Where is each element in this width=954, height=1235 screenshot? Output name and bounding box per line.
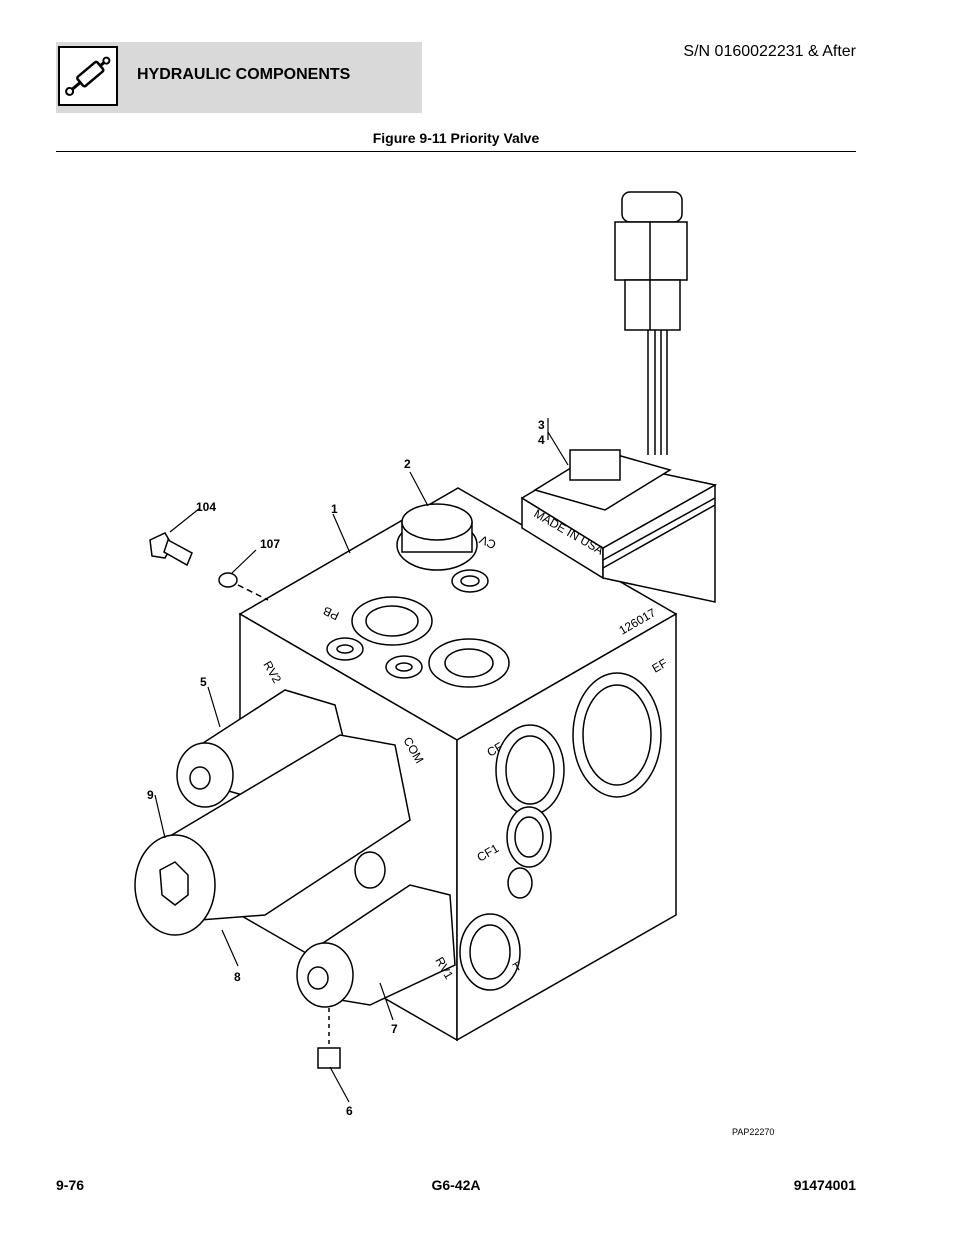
connector <box>614 191 688 455</box>
cartridge-8 <box>134 734 411 936</box>
model-name: G6-42A <box>431 1177 481 1193</box>
label-pb: PB <box>321 604 341 623</box>
callout-1: 1 <box>331 502 338 516</box>
side-ports <box>459 672 662 991</box>
label-cv: CV <box>477 532 498 552</box>
leader-lines <box>154 418 569 1103</box>
priority-valve-drawing: 1 2 3 4 5 6 7 8 9 104 107 CV PB 126017 E… <box>56 160 856 1150</box>
header-rule <box>56 151 856 152</box>
callout-104: 104 <box>196 500 216 514</box>
callout-6: 6 <box>346 1104 353 1118</box>
top-ports <box>326 569 510 688</box>
washer-107 <box>218 572 238 588</box>
hydraulic-cylinder-icon <box>58 46 118 106</box>
callout-107: 107 <box>260 537 280 551</box>
solenoid-coil <box>520 449 718 603</box>
callout-5: 5 <box>200 675 207 689</box>
callout-9: 9 <box>147 788 154 802</box>
bolt-104 <box>149 532 193 567</box>
figure-title: Figure 9-11 Priority Valve <box>372 130 540 146</box>
callout-8: 8 <box>234 970 241 984</box>
callout-4: 4 <box>538 433 545 447</box>
document-number: 91474001 <box>793 1177 856 1193</box>
figure-ref-code: PAP22270 <box>732 1127 774 1137</box>
callout-2: 2 <box>404 457 411 471</box>
cartridge-7 <box>296 884 456 1008</box>
label-ef: EF <box>650 656 670 676</box>
serial-number: S/N 0160022231 & After <box>683 43 856 60</box>
cartridge-2 <box>396 503 478 571</box>
callout-3: 3 <box>538 418 545 432</box>
page-number: 9-76 <box>56 1177 85 1193</box>
fitting-6 <box>317 1008 341 1069</box>
callout-7: 7 <box>391 1022 398 1036</box>
label-cf: CF <box>485 739 506 759</box>
section-title: HYDRAULIC COMPONENTS <box>137 66 351 83</box>
plug-port <box>354 851 386 889</box>
